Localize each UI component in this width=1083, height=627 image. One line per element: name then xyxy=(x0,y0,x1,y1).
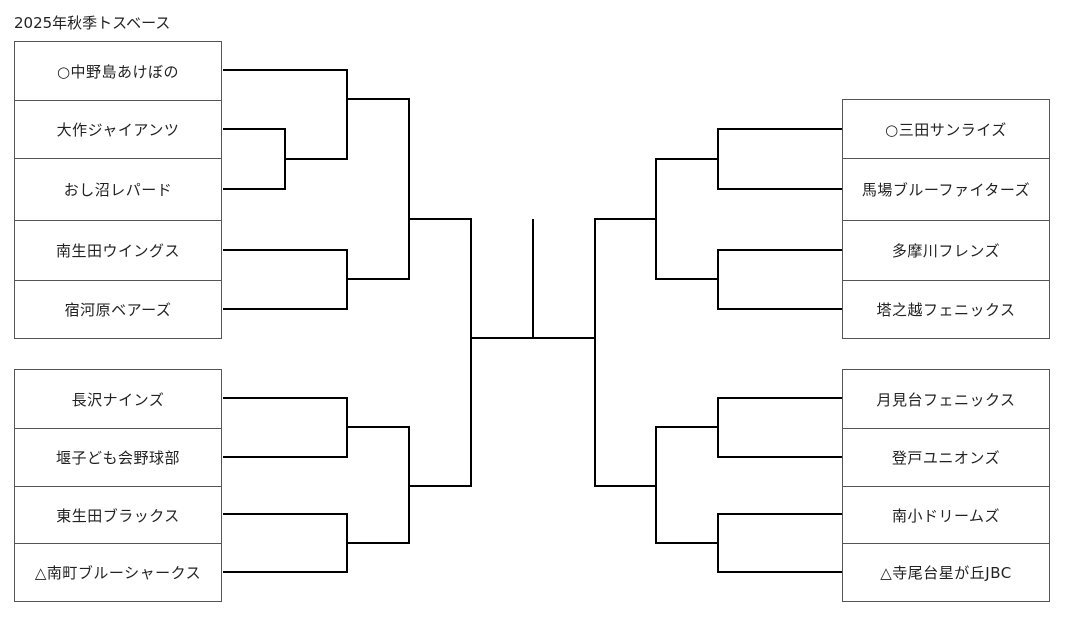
team-cell: △寺尾台星が丘JBC xyxy=(843,543,1049,601)
bracket-line xyxy=(655,158,719,280)
bracket-line xyxy=(223,69,410,280)
right-top-group: ○三田サンライズ 馬場ブルーファイターズ 多摩川フレンズ 塔之越フェニックス xyxy=(842,99,1050,339)
team-cell: 南小ドリームズ xyxy=(843,486,1049,543)
team-cell: 堰子ども会野球部 xyxy=(15,428,221,486)
team-cell: おし沼レパード xyxy=(15,158,221,220)
team-cell: ○三田サンライズ xyxy=(885,120,1007,139)
left-bottom-group: 長沢ナインズ 堰子ども会野球部 東生田ブラックス △南町ブルーシャークス xyxy=(14,369,222,602)
team-cell: 多摩川フレンズ xyxy=(843,220,1049,280)
team-cell: 長沢ナインズ xyxy=(71,390,165,409)
team-cell: 宿河原ベアーズ xyxy=(15,280,221,338)
team-cell: ○中野島あけぼの xyxy=(56,62,180,81)
bracket-line xyxy=(655,426,719,544)
team-cell: 月見台フェニックス xyxy=(876,390,1016,409)
team-cell: 南生田ウイングス xyxy=(15,220,221,280)
bracket-line xyxy=(223,397,348,458)
team-cell: 登戸ユニオンズ xyxy=(843,428,1049,486)
team-cell: 馬場ブルーファイターズ xyxy=(843,158,1049,220)
bracket-line xyxy=(223,128,286,190)
team-cell: 東生田ブラックス xyxy=(15,486,221,543)
bracket-line xyxy=(717,128,842,190)
bracket-line xyxy=(717,513,842,573)
right-bottom-group: 月見台フェニックス 登戸ユニオンズ 南小ドリームズ △寺尾台星が丘JBC xyxy=(842,369,1050,602)
bracket-line xyxy=(717,249,842,310)
left-top-group: ○中野島あけぼの 大作ジャイアンツ おし沼レパード 南生田ウイングス 宿河原ベア… xyxy=(14,41,222,339)
bracket-line xyxy=(717,397,842,458)
bracket-title: 2025年秋季トスベース xyxy=(14,14,171,32)
bracket-line xyxy=(223,513,348,573)
team-cell: 大作ジャイアンツ xyxy=(15,100,221,158)
team-cell: △南町ブルーシャークス xyxy=(15,543,221,601)
team-cell: 塔之越フェニックス xyxy=(843,280,1049,338)
bracket-line xyxy=(346,426,410,544)
